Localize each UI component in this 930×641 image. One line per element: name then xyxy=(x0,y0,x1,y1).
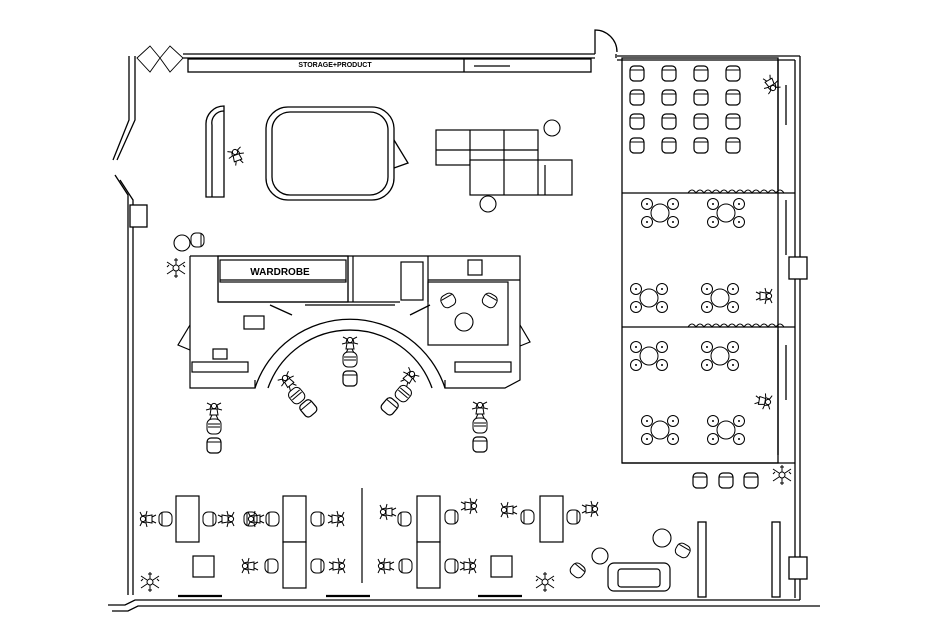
sofa-icon xyxy=(435,129,573,196)
sink-icon xyxy=(392,382,415,405)
storage-label: STORAGE+PRODUCT xyxy=(298,62,372,69)
plant-icon xyxy=(140,571,160,593)
wardrobe-label: WARDROBE xyxy=(250,267,310,278)
person-icon xyxy=(205,402,223,420)
plant-icon xyxy=(772,464,792,486)
sink-icon xyxy=(342,351,358,368)
person-icon xyxy=(753,391,773,411)
chair-icon xyxy=(438,290,459,311)
round-tables xyxy=(630,198,745,445)
chair-icon xyxy=(190,232,205,248)
chair-icon xyxy=(342,370,358,387)
chair-icon xyxy=(378,395,401,418)
auditorium-seats xyxy=(629,65,741,153)
walls xyxy=(108,29,820,612)
chair-icon xyxy=(206,437,222,454)
person-icon xyxy=(341,336,359,354)
person-icon xyxy=(471,401,489,419)
chair-icon xyxy=(718,472,734,489)
sink-icon xyxy=(472,417,488,434)
chair-icon xyxy=(692,472,708,489)
sink-icon xyxy=(206,418,222,435)
chair-icon xyxy=(479,290,500,311)
desks xyxy=(175,495,564,589)
door-icon xyxy=(136,45,184,73)
display-fixtures xyxy=(205,105,409,201)
chair-icon xyxy=(567,560,588,581)
curtains xyxy=(687,189,785,328)
wardrobe-unit xyxy=(177,255,531,389)
sofa-icon xyxy=(607,562,671,592)
chair-icon xyxy=(472,436,488,453)
chair-icon xyxy=(743,472,759,489)
person-icon xyxy=(755,287,773,305)
chair-icon xyxy=(672,540,693,561)
person-icon xyxy=(225,145,248,168)
plant-icon xyxy=(166,257,186,279)
styling-counter xyxy=(254,304,446,389)
plant-icon xyxy=(535,571,555,593)
